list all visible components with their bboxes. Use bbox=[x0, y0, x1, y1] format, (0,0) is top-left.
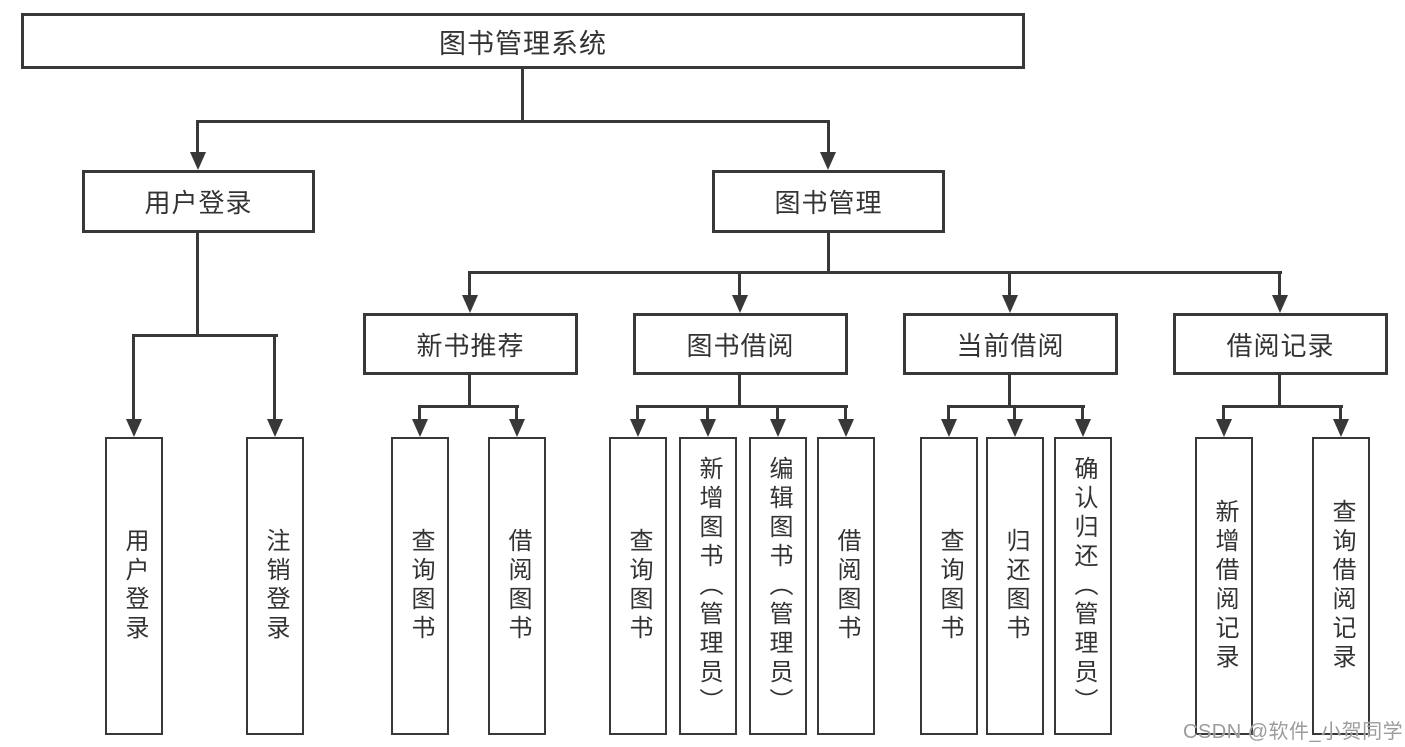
arrow-down-icon bbox=[838, 419, 854, 437]
arrow-down-icon bbox=[770, 419, 786, 437]
arrow-down-icon bbox=[1216, 419, 1232, 437]
leaf-label: 注销登录 bbox=[262, 528, 289, 644]
connector-line bbox=[947, 405, 1085, 408]
connector-line bbox=[468, 273, 471, 297]
node-borrowing-records-label: 借阅记录 bbox=[1226, 330, 1335, 361]
leaf-label: 归还图书 bbox=[1002, 528, 1029, 644]
connector-line bbox=[1008, 273, 1011, 297]
arrow-down-icon bbox=[267, 419, 283, 437]
arrow-down-icon bbox=[1007, 419, 1023, 437]
leaf-label: 用户登录 bbox=[121, 528, 148, 644]
connector-line bbox=[844, 407, 847, 421]
node-leaf-query-books-1: 查询图书 bbox=[391, 437, 449, 735]
connector-line bbox=[515, 407, 518, 421]
node-root-label: 图书管理系统 bbox=[439, 28, 607, 59]
connector-line bbox=[706, 407, 709, 421]
connector-line bbox=[1339, 407, 1342, 421]
connector-line bbox=[418, 405, 519, 408]
node-current-borrowing-label: 当前借阅 bbox=[956, 330, 1065, 361]
arrow-down-icon bbox=[1075, 419, 1091, 437]
connector-line bbox=[196, 122, 199, 154]
connector-line bbox=[738, 375, 741, 408]
connector-line bbox=[196, 120, 830, 123]
connector-line bbox=[132, 336, 135, 420]
leaf-label: 确认归还（管理员） bbox=[1070, 455, 1097, 717]
arrow-down-icon bbox=[462, 295, 478, 313]
arrow-down-icon bbox=[820, 152, 836, 170]
arrow-down-icon bbox=[1272, 295, 1288, 313]
connector-line bbox=[1081, 407, 1084, 421]
connector-line bbox=[1008, 375, 1011, 408]
connector-line bbox=[947, 407, 950, 421]
connector-line bbox=[636, 407, 639, 421]
leaf-label: 新增借阅记录 bbox=[1211, 499, 1238, 673]
node-leaf-borrow-books-1: 借阅图书 bbox=[488, 437, 546, 735]
connector-line bbox=[1278, 375, 1281, 408]
node-leaf-query-books-3: 查询图书 bbox=[920, 437, 978, 735]
node-current-borrowing: 当前借阅 bbox=[903, 313, 1118, 375]
arrow-down-icon bbox=[1002, 295, 1018, 313]
connector-line bbox=[196, 233, 199, 337]
node-book-management: 图书管理 bbox=[712, 170, 945, 233]
connector-line bbox=[132, 334, 278, 337]
connector-line bbox=[468, 271, 1282, 274]
leaf-label: 借阅图书 bbox=[504, 528, 531, 644]
connector-line bbox=[468, 375, 471, 408]
connector-line bbox=[1222, 405, 1343, 408]
arrow-down-icon bbox=[190, 152, 206, 170]
arrow-down-icon bbox=[1333, 419, 1349, 437]
node-leaf-user-login: 用户登录 bbox=[105, 437, 163, 735]
node-leaf-query-borrow-record: 查询借阅记录 bbox=[1312, 437, 1370, 735]
node-root: 图书管理系统 bbox=[21, 13, 1025, 69]
leaf-label: 新增图书（管理员） bbox=[695, 455, 722, 717]
connector-line bbox=[418, 407, 421, 421]
node-user-login: 用户登录 bbox=[82, 170, 315, 233]
node-book-management-label: 图书管理 bbox=[774, 188, 883, 218]
node-leaf-logout: 注销登录 bbox=[246, 437, 304, 735]
arrow-down-icon bbox=[412, 419, 428, 437]
arrow-down-icon bbox=[509, 419, 525, 437]
connector-line bbox=[827, 233, 830, 274]
arrow-down-icon bbox=[630, 419, 646, 437]
leaf-label: 查询借阅记录 bbox=[1328, 499, 1355, 673]
arrow-down-icon bbox=[700, 419, 716, 437]
node-book-borrowing: 图书借阅 bbox=[633, 313, 848, 375]
csdn-watermark: CSDN @软件_小贺同学 bbox=[1183, 721, 1404, 743]
node-book-borrowing-label: 图书借阅 bbox=[686, 330, 795, 361]
arrow-down-icon bbox=[941, 419, 957, 437]
node-leaf-return-books: 归还图书 bbox=[986, 437, 1044, 735]
node-leaf-borrow-books-2: 借阅图书 bbox=[817, 437, 875, 735]
connector-line bbox=[521, 69, 524, 123]
connector-line bbox=[738, 273, 741, 297]
arrow-down-icon bbox=[732, 295, 748, 313]
leaf-label: 查询图书 bbox=[407, 528, 434, 644]
connector-line bbox=[1222, 407, 1225, 421]
node-leaf-query-books-2: 查询图书 bbox=[609, 437, 667, 735]
connector-line bbox=[827, 122, 830, 154]
connector-line bbox=[273, 336, 276, 420]
connector-line bbox=[1013, 407, 1016, 421]
connector-line bbox=[776, 407, 779, 421]
node-leaf-edit-books-admin: 编辑图书（管理员） bbox=[749, 437, 807, 735]
leaf-label: 查询图书 bbox=[625, 528, 652, 644]
connector-line bbox=[1278, 273, 1281, 297]
leaf-label: 查询图书 bbox=[936, 528, 963, 644]
connector-line bbox=[636, 405, 848, 408]
arrow-down-icon bbox=[126, 419, 142, 437]
node-user-login-label: 用户登录 bbox=[144, 188, 253, 218]
node-leaf-add-borrow-record: 新增借阅记录 bbox=[1195, 437, 1253, 735]
node-new-book-recommendation: 新书推荐 bbox=[363, 313, 578, 375]
node-leaf-confirm-return-admin: 确认归还（管理员） bbox=[1054, 437, 1112, 735]
leaf-label: 编辑图书（管理员） bbox=[765, 455, 792, 717]
leaf-label: 借阅图书 bbox=[833, 528, 860, 644]
node-leaf-add-books-admin: 新增图书（管理员） bbox=[679, 437, 737, 735]
node-borrowing-records: 借阅记录 bbox=[1173, 313, 1388, 375]
node-new-book-recommendation-label: 新书推荐 bbox=[416, 330, 525, 361]
